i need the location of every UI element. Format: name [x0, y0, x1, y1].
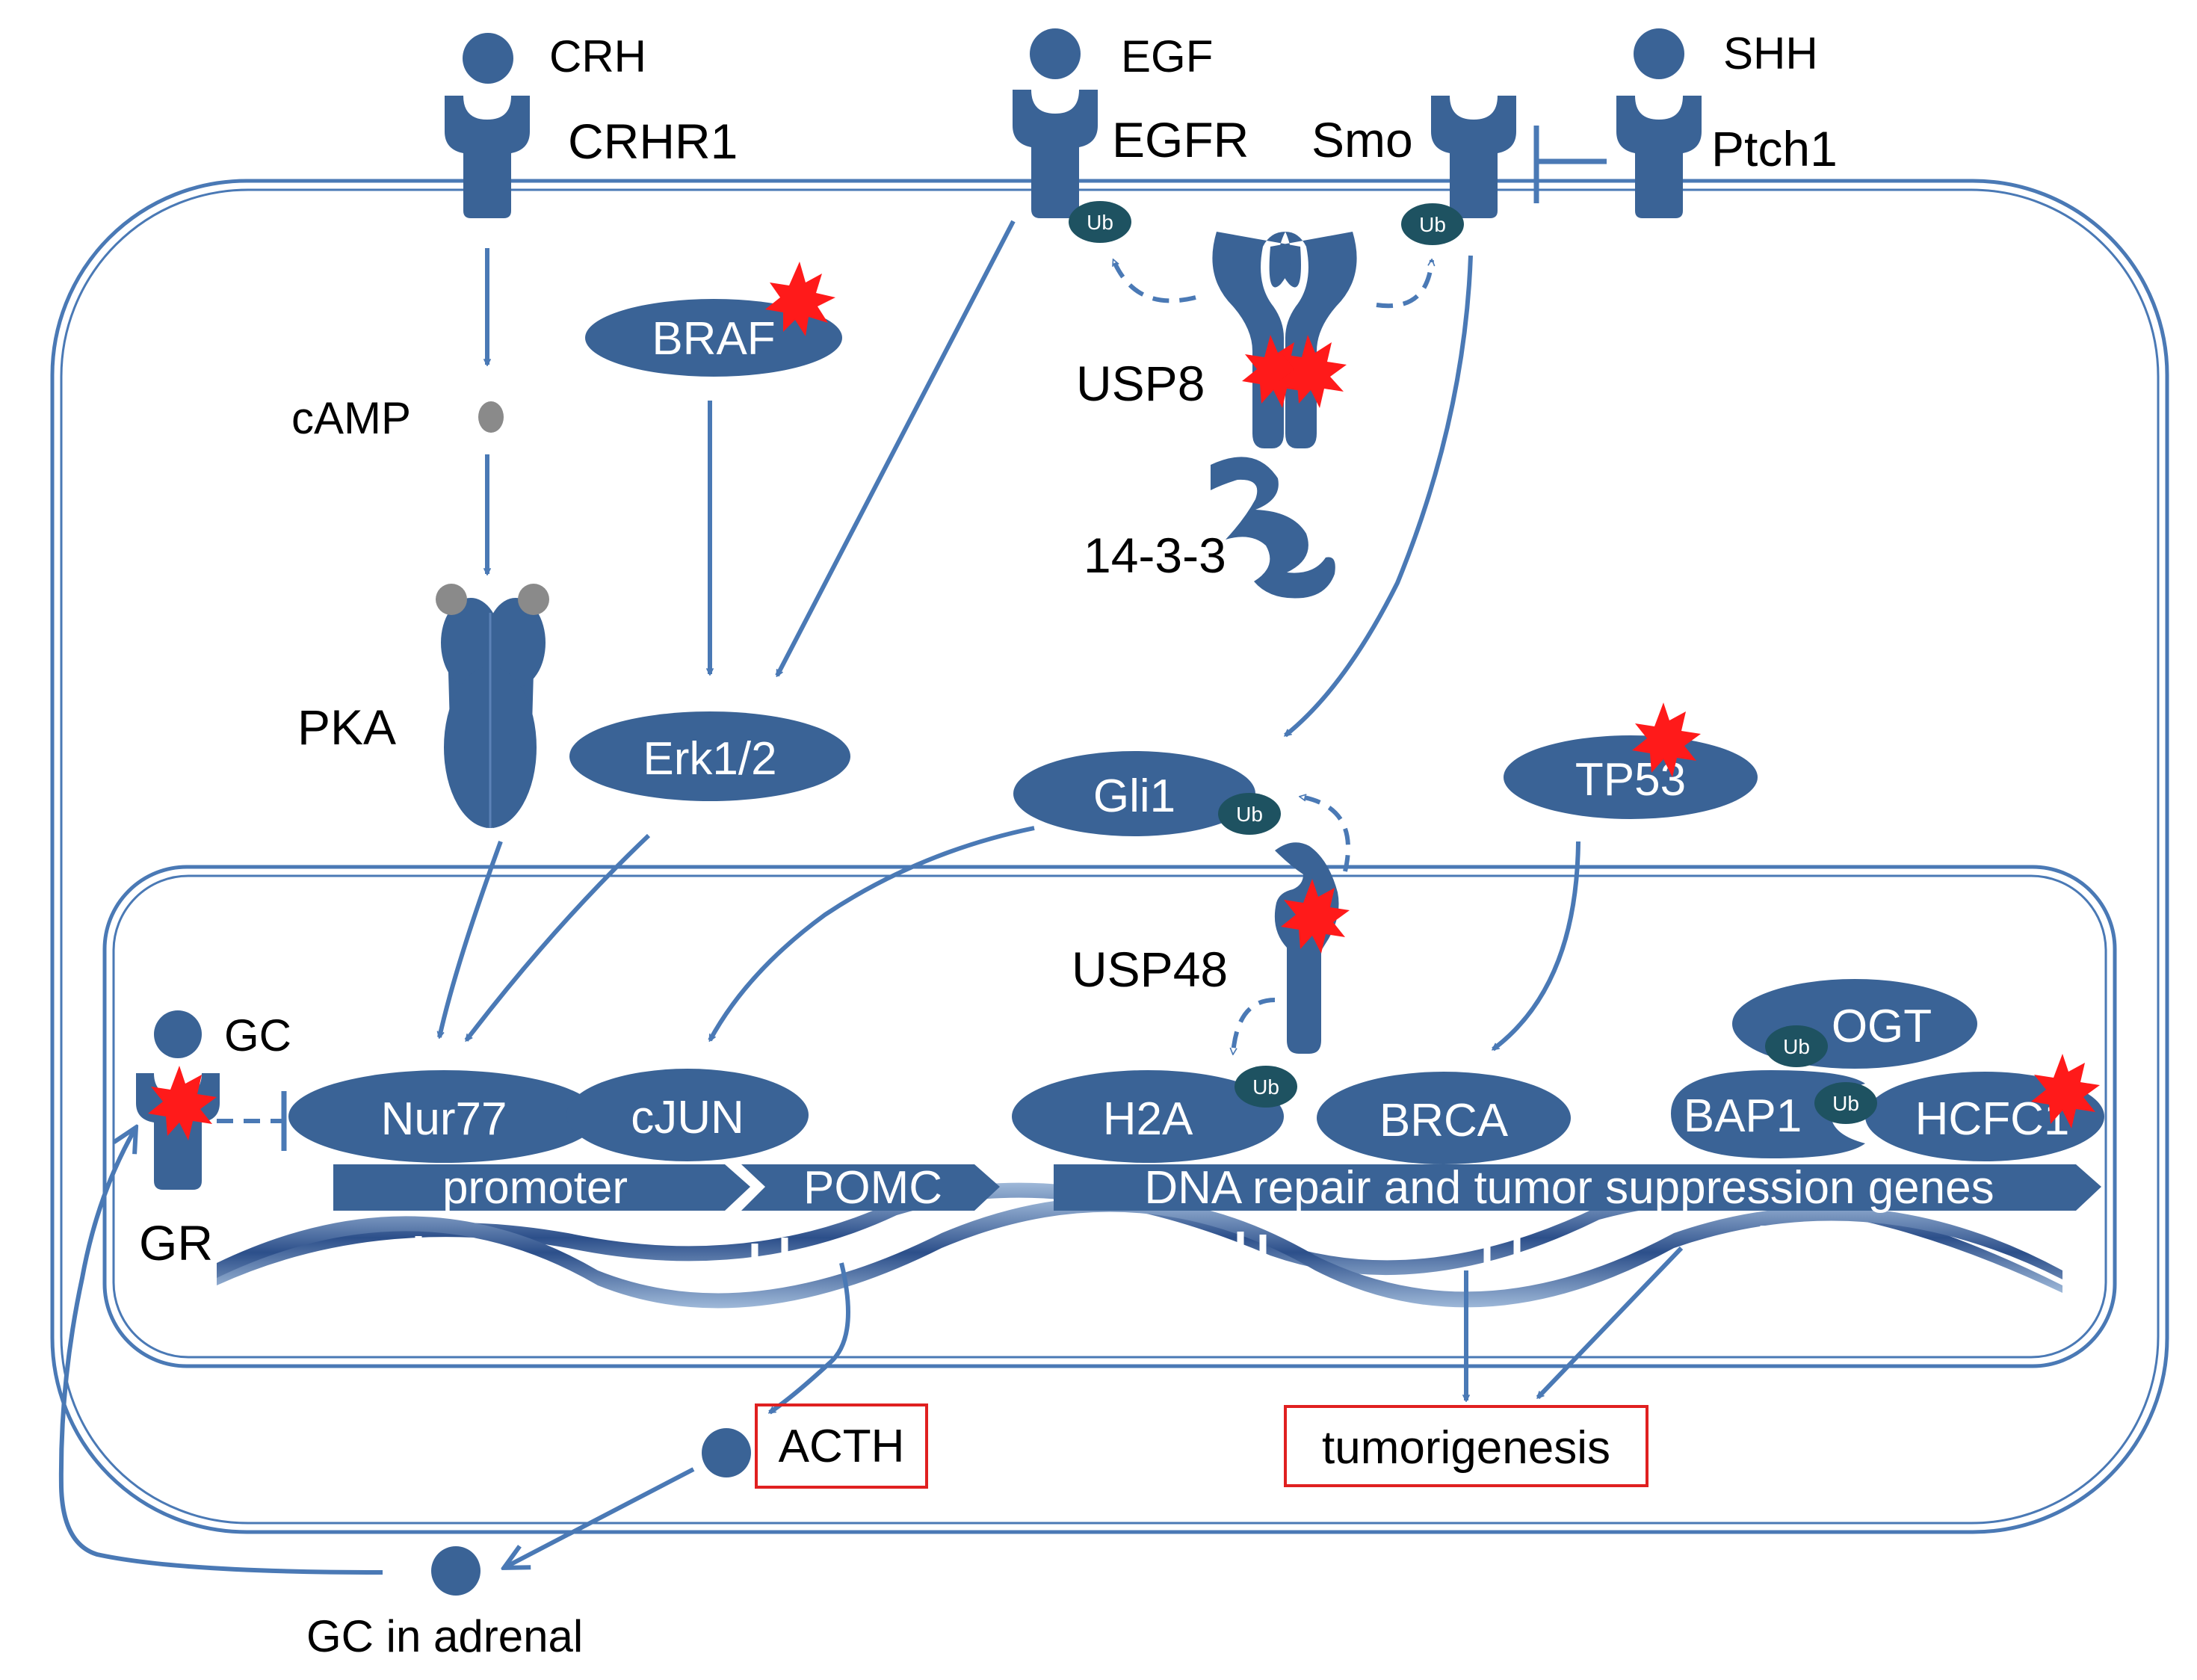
acth-box [755, 1403, 928, 1489]
gc-adrenal-molecule [431, 1546, 481, 1596]
promoter-banner: promoter [333, 1162, 750, 1214]
acth-molecule [702, 1428, 751, 1477]
usp48-protein [1274, 842, 1339, 1054]
ogt-ub-tag: Ub [1765, 1025, 1828, 1067]
pka-kinase [436, 584, 549, 828]
nur77-node: Nur77 [288, 1070, 599, 1163]
gli1-ub-tag: Ub [1218, 793, 1281, 835]
gc-ligand [154, 1010, 202, 1058]
camp-label: cAMP [291, 393, 411, 443]
gr-mutation-star [148, 1066, 217, 1140]
arrow-gli1-to-cjun [708, 826, 1035, 1040]
svg-text:OGT: OGT [1832, 1001, 1932, 1052]
usp48-deub-gli1-arrow [1300, 797, 1350, 872]
h2a-ub-tag: Ub [1235, 1066, 1297, 1108]
arrow-smo-to-gli1 [1285, 255, 1473, 738]
svg-text:cJUN: cJUN [631, 1092, 744, 1143]
arrow-tp53-to-brca [1493, 841, 1580, 1051]
crhr1-receptor [445, 96, 530, 218]
braf-mutation-star [765, 262, 835, 336]
crhr1-label: CRHR1 [568, 114, 738, 169]
svg-text:POMC: POMC [803, 1162, 942, 1214]
svg-text:BAP1: BAP1 [1684, 1090, 1802, 1142]
tp53-mutation-star [1632, 702, 1701, 777]
pomc-banner: POMC [741, 1162, 1000, 1214]
egf-label: EGF [1121, 31, 1213, 81]
dna-repair-genes-banner: DNA repair and tumor suppression genes [1054, 1162, 2101, 1214]
svg-text:Ub: Ub [1236, 803, 1263, 826]
camp-molecule [478, 401, 504, 433]
svg-text:Gli1: Gli1 [1093, 770, 1175, 822]
nucleus-membrane-outer [102, 865, 2117, 1368]
usp8-mutation-star-1 [1242, 335, 1309, 408]
arrow-erk-to-nur77 [464, 833, 651, 1040]
arrow-pka-to-nur77 [439, 840, 503, 1037]
gc-adrenal-label: GC in adrenal [306, 1611, 583, 1661]
protein-14-3-3 [1211, 457, 1335, 599]
gc-label: GC [224, 1010, 291, 1060]
svg-text:Ub: Ub [1252, 1075, 1279, 1099]
h2a-node: H2A [1012, 1070, 1284, 1163]
svg-text:Erk1/2: Erk1/2 [643, 733, 776, 785]
svg-text:Ub: Ub [1783, 1035, 1810, 1058]
nucleus-membrane-inner [112, 874, 2107, 1359]
arrow-gc-feedback-to-gr [58, 1130, 383, 1575]
acth-label: ACTH [779, 1421, 905, 1472]
tumorigenesis-label: tumorigenesis [1322, 1422, 1610, 1474]
egfr-receptor [1013, 90, 1098, 218]
egfr-label: EGFR [1112, 112, 1249, 167]
brca-node: BRCA [1317, 1072, 1571, 1164]
usp8-deub-egfr-arrow [1111, 260, 1196, 303]
tumorigenesis-box [1284, 1405, 1648, 1487]
svg-text:DNA repair and tumor suppressi: DNA repair and tumor suppression genes [1144, 1162, 1994, 1214]
svg-text:promoter: promoter [442, 1162, 628, 1214]
ptch1-receptor [1616, 96, 1702, 218]
hcfc1-ub-tag: Ub [1814, 1082, 1877, 1124]
egf-ligand [1030, 28, 1081, 79]
arrow-pomc-to-acth [770, 1262, 850, 1415]
bap1-node: BAP1 [1671, 1070, 1865, 1158]
ptch1-label: Ptch1 [1711, 121, 1838, 176]
svg-text:Ub: Ub [1419, 213, 1446, 236]
usp48-label: USP48 [1072, 942, 1228, 997]
hcfc1-mutation-star [2031, 1054, 2100, 1128]
smo-receptor [1431, 96, 1516, 218]
gr-label: GR [139, 1215, 213, 1270]
usp8-label: USP8 [1076, 356, 1205, 411]
cell-membrane-outer [50, 179, 2169, 1534]
braf-node: BRAF [585, 299, 842, 377]
cjun-node: cJUN [566, 1069, 809, 1161]
arrow-genes-to-tumorigenesis-2 [1536, 1246, 1684, 1398]
shh-label: SHH [1723, 28, 1818, 78]
svg-text:BRCA: BRCA [1379, 1095, 1509, 1146]
arrow-egfr-to-erk [775, 220, 1016, 676]
egfr-ub-tag: Ub [1069, 201, 1131, 243]
svg-text:Ub: Ub [1087, 211, 1113, 234]
erk-node: Erk1/2 [569, 711, 850, 801]
svg-text:BRAF: BRAF [652, 313, 775, 365]
crh-label: CRH [549, 31, 646, 81]
svg-text:Ub: Ub [1832, 1092, 1859, 1115]
p1433-label: 14-3-3 [1084, 528, 1226, 583]
smo-ub-tag: Ub [1401, 203, 1464, 245]
cell-membrane-inner [60, 188, 2160, 1525]
shh-ligand [1634, 28, 1684, 79]
usp48-deub-h2a-arrow [1233, 998, 1276, 1054]
gli1-node: Gli1 [1013, 751, 1255, 836]
pka-label: PKA [297, 700, 396, 755]
crh-ligand [463, 33, 513, 84]
tp53-node: TP53 [1504, 735, 1758, 819]
usp8-mutation-star-2 [1279, 335, 1347, 408]
svg-text:Nur77: Nur77 [381, 1093, 507, 1145]
usp8-deub-smo-arrow [1376, 260, 1432, 309]
smo-label: Smo [1311, 112, 1413, 167]
usp48-mutation-star [1281, 879, 1350, 954]
svg-text:H2A: H2A [1103, 1093, 1193, 1145]
usp8-protein [1212, 232, 1357, 448]
arrow-acth-to-adrenal [507, 1467, 695, 1566]
